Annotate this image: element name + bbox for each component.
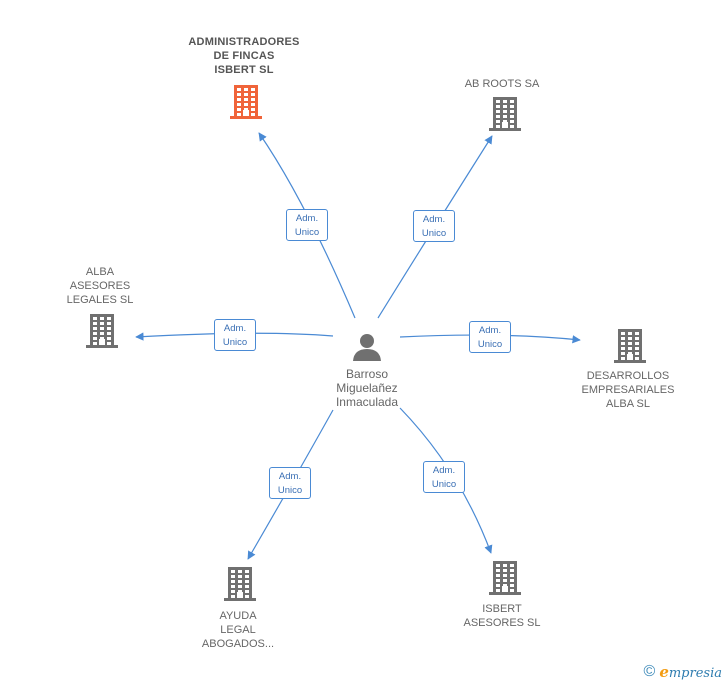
building-icon[interactable]: [489, 561, 521, 595]
role-badge-line: Adm.: [432, 465, 456, 476]
building-icon[interactable]: [224, 567, 256, 601]
role-badge-alba-asesores[interactable]: Adm. Unico: [214, 319, 256, 351]
role-badge-line: Adm.: [295, 213, 319, 224]
empresia-logo[interactable]: empresia: [659, 663, 722, 681]
copyright-symbol: ©: [643, 663, 656, 680]
role-badge-line: Unico: [277, 485, 303, 496]
company-label-isbert-asesores[interactable]: ISBERT ASESORES SL: [463, 603, 541, 629]
role-badge-ayuda-legal[interactable]: Adm. Unico: [269, 467, 311, 499]
role-badge-line: Unico: [294, 227, 320, 238]
center-person-label[interactable]: Barroso Miguelañez Inmaculada: [335, 367, 399, 409]
role-badge-line: Unico: [431, 479, 457, 490]
role-badge-line: Adm.: [478, 325, 502, 336]
company-label-ayuda-legal[interactable]: AYUDA LEGAL ABOGADOS...: [201, 610, 275, 650]
company-label-ab-roots[interactable]: AB ROOTS SA: [464, 78, 540, 90]
footer-brand: © empresia: [644, 663, 722, 681]
building-icon[interactable]: [230, 85, 262, 119]
role-badge-ab-roots[interactable]: Adm. Unico: [413, 210, 455, 242]
company-label-alba-asesores[interactable]: ALBA ASESORES LEGALES SL: [66, 266, 134, 306]
company-label-desarrollos[interactable]: DESARROLLOS EMPRESARIALES ALBA SL: [581, 370, 675, 410]
role-badge-administradores[interactable]: Adm. Unico: [286, 209, 328, 241]
building-icon[interactable]: [614, 329, 646, 363]
role-badge-line: Adm.: [278, 471, 302, 482]
building-icon[interactable]: [489, 97, 521, 131]
role-badge-line: Unico: [477, 339, 503, 350]
role-badge-line: Adm.: [422, 214, 446, 225]
role-badge-line: Adm.: [223, 323, 247, 334]
person-icon[interactable]: [353, 334, 381, 361]
role-badge-line: Unico: [222, 337, 248, 348]
role-badge-line: Unico: [421, 228, 447, 239]
company-label-administradores[interactable]: ADMINISTRADORES DE FINCAS ISBERT SL: [188, 36, 300, 76]
building-icon[interactable]: [86, 314, 118, 348]
role-badge-isbert-asesores[interactable]: Adm. Unico: [423, 461, 465, 493]
role-badge-desarrollos[interactable]: Adm. Unico: [469, 321, 511, 353]
